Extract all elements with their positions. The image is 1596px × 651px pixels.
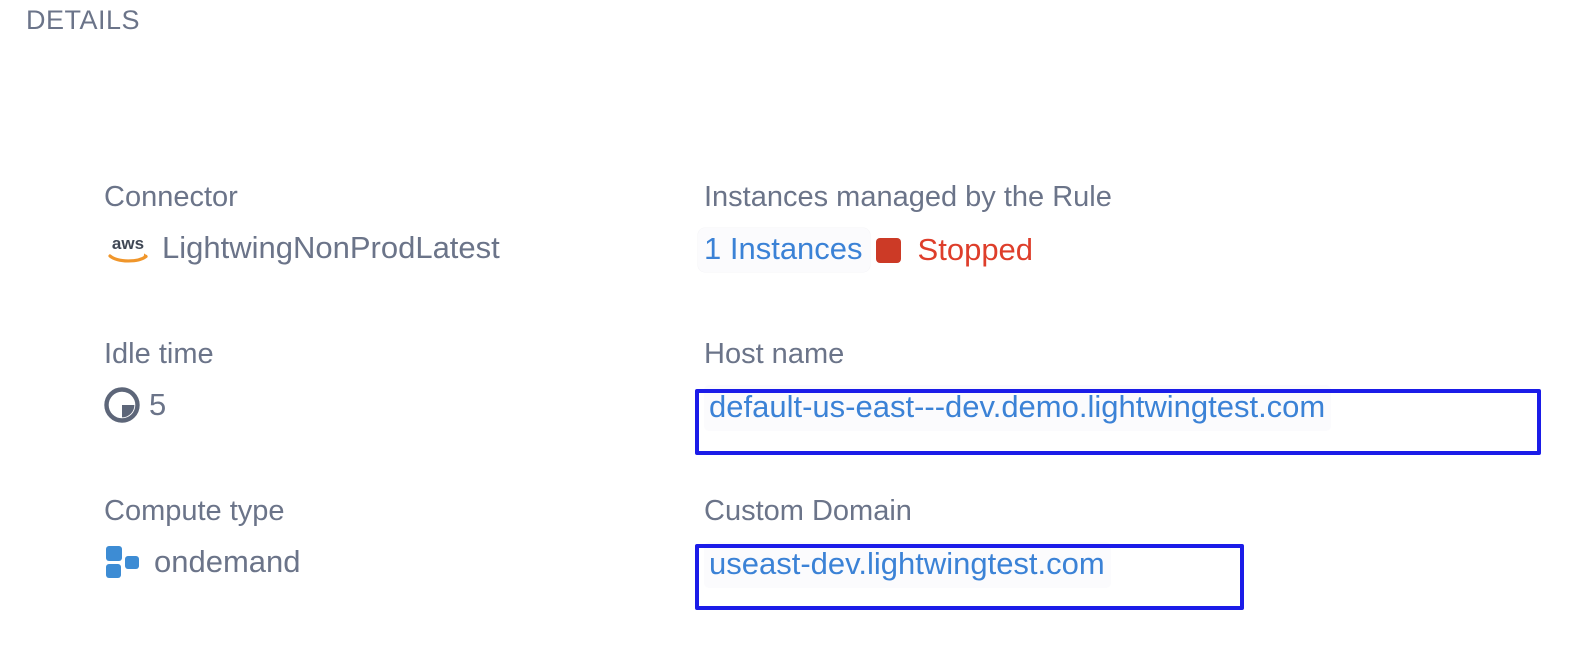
field-instances: Instances managed by the Rule 1 Instance… — [698, 180, 1564, 337]
details-grid: Connector aws LightwingNonProdLatest Ins… — [104, 180, 1564, 651]
field-custom-domain: Custom Domain useast-dev.lightwingtest.c… — [704, 494, 1564, 651]
details-row: Compute type ondemand Custom Domain u — [104, 494, 1564, 651]
custom-domain-value-row: useast-dev.lightwingtest.com — [704, 542, 1564, 588]
custom-domain-label: Custom Domain — [704, 495, 912, 527]
compute-type-label: Compute type — [104, 495, 285, 527]
instance-status: Stopped — [875, 230, 1034, 270]
clock-pie-icon — [104, 387, 140, 423]
details-row: Idle time 5 Host name default-us-east---… — [104, 337, 1564, 494]
instances-count-link[interactable]: 1 Instances — [698, 228, 870, 272]
page-title: DETAILS — [26, 5, 141, 35]
compute-type-value-row: ondemand — [104, 542, 704, 582]
idle-time-label: Idle time — [104, 338, 214, 370]
aws-logo-icon: aws — [104, 231, 152, 265]
host-name-link[interactable]: default-us-east---dev.demo.lightwingtest… — [704, 385, 1332, 431]
details-row: Connector aws LightwingNonProdLatest Ins… — [104, 180, 1564, 337]
connector-value: LightwingNonProdLatest — [162, 230, 500, 265]
compute-type-value: ondemand — [154, 544, 301, 579]
idle-time-value-row: 5 — [104, 385, 704, 425]
stopped-square-icon — [875, 237, 901, 263]
host-name-value-row: default-us-east---dev.demo.lightwingtest… — [704, 385, 1564, 431]
custom-domain-link[interactable]: useast-dev.lightwingtest.com — [704, 542, 1111, 588]
field-host-name: Host name default-us-east---dev.demo.lig… — [704, 337, 1564, 494]
svg-text:aws: aws — [112, 234, 144, 253]
compute-blocks-icon — [104, 545, 144, 579]
connector-value-row: aws LightwingNonProdLatest — [104, 228, 704, 268]
field-connector: Connector aws LightwingNonProdLatest — [104, 180, 704, 337]
idle-time-value: 5 — [149, 387, 167, 422]
status-badge: Stopped — [917, 232, 1034, 267]
instances-label: Instances managed by the Rule — [704, 181, 1112, 213]
host-name-label: Host name — [704, 338, 845, 370]
field-idle-time: Idle time 5 — [104, 337, 704, 494]
connector-label: Connector — [104, 181, 238, 213]
field-compute-type: Compute type ondemand — [104, 494, 704, 651]
instances-value-row: 1 Instances Stopped — [698, 228, 1564, 272]
